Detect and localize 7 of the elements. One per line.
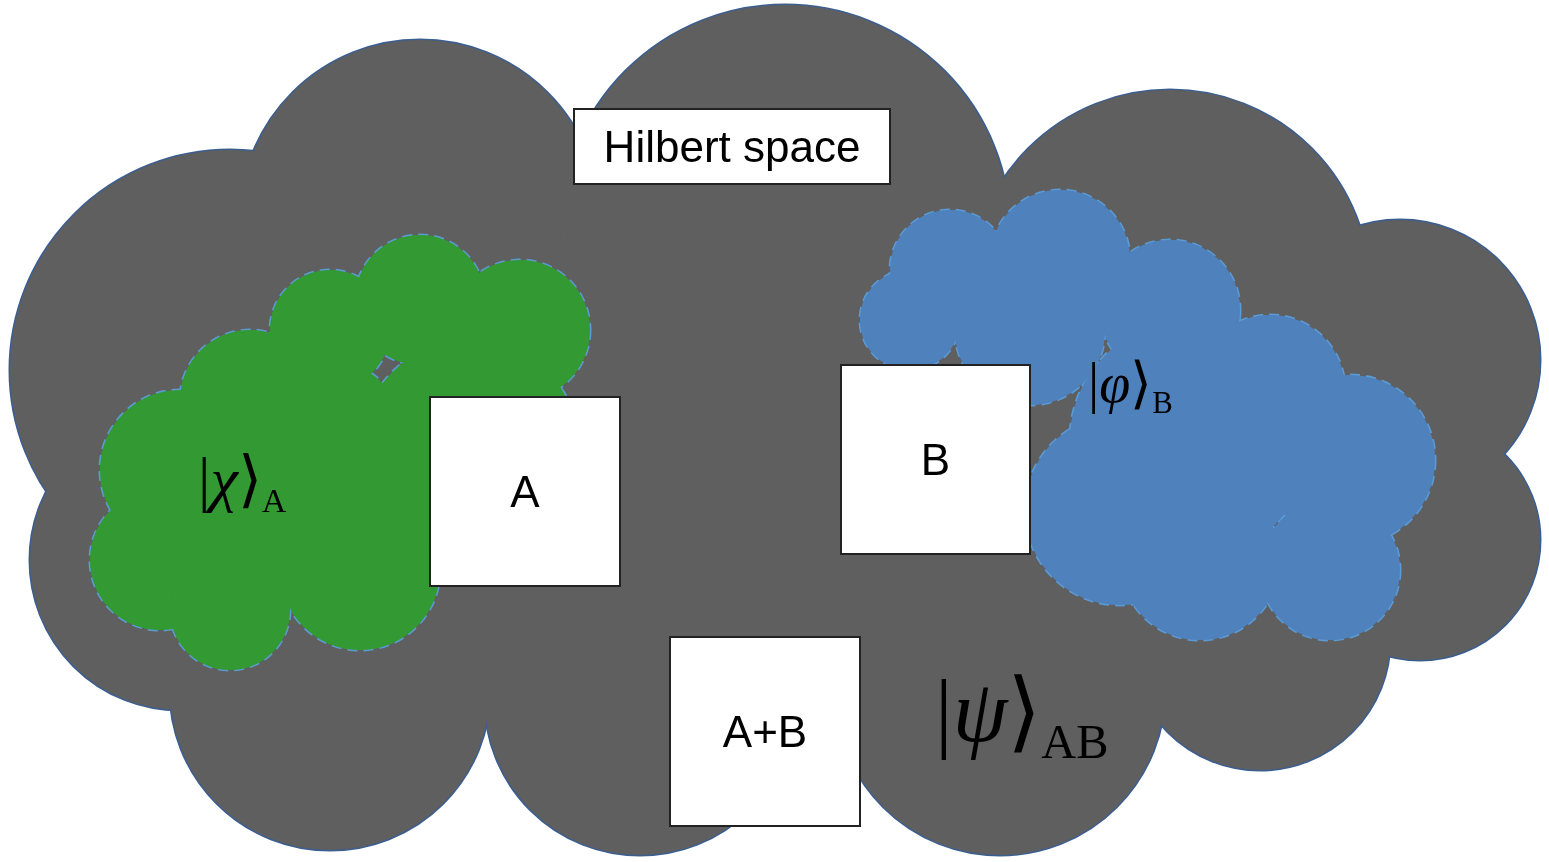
label-box: B	[840, 364, 1031, 555]
label-box: A	[429, 396, 621, 587]
label-box: A+B	[669, 636, 861, 827]
ket-label: |χ⟩$_{A}$	[198, 448, 287, 518]
ket-label: |ψ⟩$_{AB}$	[935, 668, 1109, 767]
label-box: Hilbert space	[573, 108, 891, 185]
ket-label: |φ⟩$_{B}$	[1088, 355, 1173, 419]
